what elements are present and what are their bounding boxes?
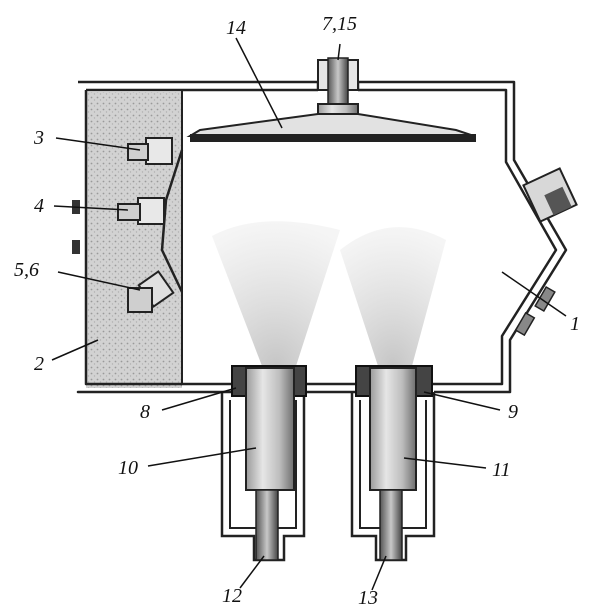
feed-rod-13 xyxy=(379,489,403,561)
viewport xyxy=(514,311,536,337)
viewport xyxy=(534,285,556,313)
label-substrate-holder: 14 xyxy=(226,17,246,39)
wall-port xyxy=(72,240,80,254)
sensor-3 xyxy=(127,137,173,165)
feed-rod-12 xyxy=(255,489,279,561)
substrate-holder xyxy=(186,113,476,142)
label-chamber: 1 xyxy=(570,313,580,335)
label-ring-left: 8 xyxy=(140,401,150,423)
label-source-right: 11 xyxy=(492,459,511,481)
evaporator-left xyxy=(220,365,307,562)
label-sensor-3: 3 xyxy=(33,127,44,149)
vapor-plume-right xyxy=(340,227,446,366)
shield-region xyxy=(86,92,182,388)
label-source-left: 10 xyxy=(118,457,138,479)
source-10 xyxy=(245,367,295,491)
sensor-4 xyxy=(117,197,165,225)
label-sensor-5-6: 5,6 xyxy=(14,259,39,281)
label-sensor-4: 4 xyxy=(34,195,44,217)
source-11 xyxy=(369,367,417,491)
label-shaft: 7,15 xyxy=(322,13,357,35)
evaporator-right xyxy=(350,365,436,562)
leader-lines xyxy=(51,37,567,591)
detector-right xyxy=(522,167,578,223)
label-shield: 2 xyxy=(34,353,44,375)
vapor-plume-left xyxy=(212,221,340,366)
label-feed-right: 13 xyxy=(358,587,378,608)
label-ring-right: 9 xyxy=(508,401,518,423)
sensor-5-6 xyxy=(127,270,175,313)
label-feed-left: 12 xyxy=(222,585,242,607)
